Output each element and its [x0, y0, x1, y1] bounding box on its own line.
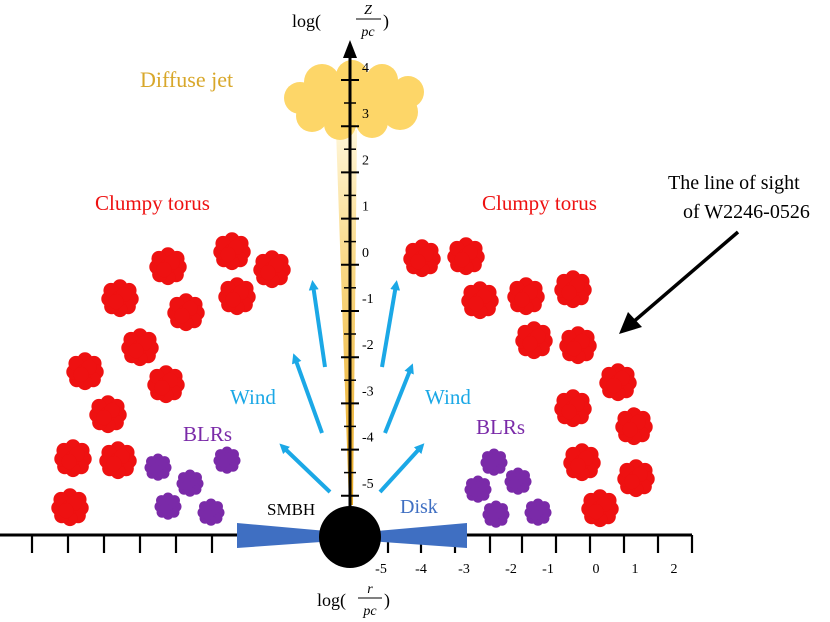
torus-clump	[461, 281, 499, 320]
torus-clump	[563, 443, 601, 482]
vertical-tick-label: -5	[362, 477, 374, 492]
vertical-tick-label: 2	[362, 153, 369, 168]
blr-cloud	[144, 453, 172, 481]
svg-text:Z: Z	[364, 3, 372, 18]
horizontal-tick-label: -4	[415, 562, 427, 577]
torus-clump	[149, 247, 187, 286]
blr-clouds	[144, 446, 552, 528]
blr-cloud	[154, 492, 182, 520]
clumpy-torus	[51, 232, 655, 528]
vertical-tick-label: -2	[362, 338, 374, 353]
torus-clump	[89, 395, 127, 434]
blr-cloud	[464, 475, 492, 503]
line-of-sight-arrowhead	[619, 312, 642, 334]
blr-cloud	[504, 467, 532, 495]
svg-text:): )	[383, 11, 389, 32]
diffuse-jet-label: Diffuse jet	[140, 67, 233, 92]
wind-arrow	[378, 443, 425, 494]
vertical-tick-label: 3	[362, 107, 369, 122]
blr-cloud	[480, 448, 508, 476]
horizontal-tick-label: 0	[593, 562, 600, 577]
horizontal-axis-label: log( r pc )	[317, 582, 390, 619]
blr-cloud	[213, 446, 241, 474]
blr-cloud	[197, 498, 225, 526]
torus-clump	[54, 439, 92, 478]
jet-cone	[336, 130, 357, 505]
vertical-axis-arrowhead	[343, 40, 357, 58]
torus-clump	[599, 363, 637, 402]
horizontal-tick-label: -2	[505, 562, 517, 577]
vertical-tick-label: -3	[362, 384, 374, 399]
vertical-axis-ticks: 4 3 2 1 0 -1 -2 -3 -4 -5	[341, 61, 374, 520]
clumpy-torus-label-right: Clumpy torus	[482, 191, 597, 215]
torus-clump	[581, 489, 619, 528]
torus-clump	[101, 279, 139, 318]
horizontal-tick-label: -5	[375, 562, 387, 577]
wind-arrows	[279, 280, 425, 494]
torus-clump	[218, 277, 256, 316]
horizontal-tick-label: -1	[542, 562, 554, 577]
torus-clump	[447, 237, 485, 276]
horizontal-tick-label: 2	[671, 562, 678, 577]
blr-cloud	[482, 500, 510, 528]
torus-clump	[554, 270, 592, 309]
torus-clump	[515, 321, 553, 360]
vertical-axis-label: log( Z pc )	[292, 3, 389, 40]
blr-cloud	[524, 498, 552, 526]
horizontal-axis-ticks: -5 -4 -3 -2 -1 0 1 2	[30, 535, 694, 577]
svg-text:r: r	[367, 582, 373, 597]
vertical-tick-label: 1	[362, 200, 369, 215]
vertical-tick-label: 0	[362, 246, 369, 261]
blrs-label-right: BLRs	[476, 415, 525, 439]
torus-clump	[66, 352, 104, 391]
blr-cloud	[176, 469, 204, 497]
line-of-sight-label-1: The line of sight	[668, 172, 800, 194]
smbh-black-hole	[319, 506, 381, 568]
wind-label-right: Wind	[425, 385, 471, 409]
disk-label: Disk	[400, 496, 438, 518]
wind-arrow	[291, 353, 324, 434]
torus-clump	[559, 326, 597, 365]
torus-clump	[99, 441, 137, 480]
vertical-tick-label: -1	[362, 292, 374, 307]
torus-clump	[554, 389, 592, 428]
torus-clump	[167, 293, 205, 332]
svg-text:log(: log(	[292, 11, 321, 32]
svg-text:log(: log(	[317, 590, 346, 611]
vertical-tick-label: 4	[362, 61, 369, 76]
torus-clump	[253, 250, 291, 289]
horizontal-tick-label: 1	[632, 562, 639, 577]
torus-clump	[617, 459, 655, 498]
wind-arrow	[380, 280, 401, 368]
svg-text:): )	[384, 590, 390, 611]
line-of-sight-label-2: of W2246-0526	[683, 201, 810, 223]
jet-cloud	[284, 60, 424, 140]
torus-clump	[615, 407, 653, 446]
svg-text:pc: pc	[362, 604, 377, 619]
horizontal-tick-label: -3	[458, 562, 470, 577]
wind-arrow	[308, 280, 327, 368]
torus-clump	[147, 365, 185, 404]
torus-clump	[213, 232, 251, 271]
wind-arrow	[383, 363, 414, 434]
line-of-sight-arrow	[630, 230, 740, 325]
vertical-tick-label: -4	[362, 431, 374, 446]
accretion-disk	[355, 523, 467, 548]
torus-clump	[121, 328, 159, 367]
clumpy-torus-label-left: Clumpy torus	[95, 191, 210, 215]
wind-arrow	[279, 443, 332, 494]
blrs-label-left: BLRs	[183, 422, 232, 446]
torus-clump	[51, 488, 89, 527]
smbh-label: SMBH	[267, 500, 315, 519]
torus-clump	[507, 277, 545, 316]
torus-clump	[403, 239, 441, 278]
wind-label-left: Wind	[230, 385, 276, 409]
svg-text:pc: pc	[360, 25, 375, 40]
